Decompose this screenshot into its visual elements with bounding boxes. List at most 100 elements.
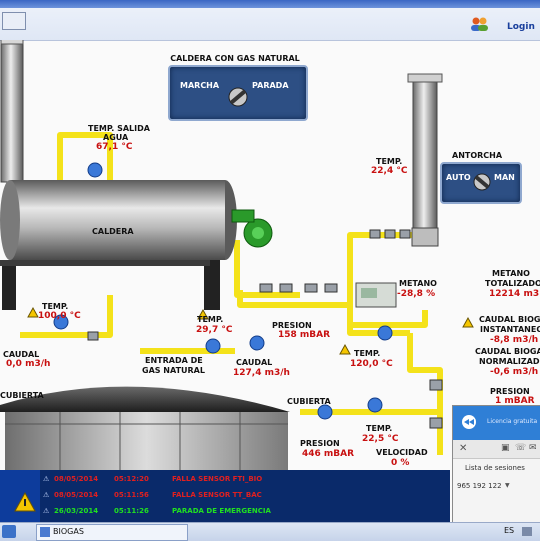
alarm-message: PARADA DE EMERGENCIA <box>172 507 271 515</box>
alarm-row[interactable]: ⚠ 26/03/2014 05:11:26 PARADA DE EMERGENC… <box>40 504 450 519</box>
taskbar-app-label: BIOGAS <box>53 527 84 536</box>
boiler-tank <box>10 180 225 260</box>
session-list-title[interactable]: Lista de sesiones <box>465 464 525 472</box>
torch-man-label: MAN <box>494 173 515 182</box>
alarm-row[interactable]: ⚠ 08/05/2014 05:11:56 FALLA SENSOR TT_BA… <box>40 488 450 503</box>
metano-tot-label: METANO <box>492 269 530 278</box>
video-icon[interactable]: ▣ <box>501 443 510 453</box>
rotary-knob-icon[interactable] <box>472 172 492 192</box>
warning-icons <box>27 306 474 355</box>
close-icon[interactable]: ✕ <box>459 443 468 454</box>
blower-icon <box>231 209 273 248</box>
velocidad-value: 0 % <box>391 458 410 468</box>
boiler-label: CALDERA <box>92 227 134 236</box>
boiler-switch-title: CALDERA CON GAS NATURAL <box>170 54 300 63</box>
presion-mid-value: 158 mBAR <box>278 330 331 340</box>
alarm-date: 08/05/2014 <box>54 491 99 499</box>
boiler-switch[interactable]: MARCHA PARADA <box>168 65 308 121</box>
presion-bottom-value: 446 mBAR <box>302 449 355 459</box>
temp-right-value: 120,0 °C <box>350 359 393 369</box>
caudal-mid-label: CAUDAL <box>236 358 273 367</box>
alarm-row[interactable]: ⚠ 08/05/2014 05:12:20 FALLA SENSOR FTI_B… <box>40 472 450 487</box>
popup-header: Licencia gratuita <box>453 406 540 440</box>
cubierta-left-label: CUBIERTA <box>0 391 44 400</box>
alarm-message: FALLA SENSOR TT_BAC <box>172 491 262 499</box>
caudal-left-label: CAUDAL <box>3 350 40 359</box>
temp-mid-value: 29,7 °C <box>196 325 233 335</box>
metano-value: -28,8 % <box>397 289 436 299</box>
taskbar-app-button[interactable]: BIOGAS <box>36 524 188 541</box>
users-icon[interactable] <box>470 16 488 32</box>
alarm-icon: ⚠ <box>43 491 50 499</box>
presion-bottom-label: PRESION <box>300 439 340 448</box>
login-link[interactable]: Login <box>507 22 535 32</box>
warning-icon[interactable] <box>14 492 36 512</box>
title-stripe <box>0 0 540 8</box>
torch-switch[interactable]: AUTO MAN <box>440 162 522 204</box>
phone-icon[interactable]: ☏ <box>515 443 527 453</box>
torch-stack <box>412 79 438 231</box>
caudal-mid-value: 127,4 m3/h <box>233 368 290 378</box>
normalizado-label: NORMALIZADO <box>479 357 540 366</box>
alarm-side-panel <box>0 470 40 522</box>
alarm-time: 05:12:20 <box>114 475 149 483</box>
rotary-knob-icon[interactable] <box>226 85 250 109</box>
presion-right-value: 1 mBAR <box>495 396 535 406</box>
chimney-left <box>0 40 24 183</box>
temp-bottom-label: TEMP. <box>366 424 393 433</box>
alarm-icon: ⚠ <box>43 475 50 483</box>
totalizado-label: TOTALIZADO <box>485 279 540 288</box>
boiler-marcha-label: MARCHA <box>180 81 220 90</box>
biogas-tank <box>5 412 288 470</box>
app-logo-icon[interactable] <box>2 12 26 30</box>
alarm-time: 05:11:26 <box>114 507 149 515</box>
caudal-biogas-label: CAUDAL BIOGAS <box>479 315 540 324</box>
chat-icon[interactable]: ✉ <box>529 443 537 453</box>
taskbar: BIOGAS ES <box>0 522 540 541</box>
temp-salida-value: 67,1 °C <box>96 142 133 152</box>
app-icon <box>40 527 50 537</box>
gas-natural-label: GAS NATURAL <box>142 366 205 375</box>
tray-icon[interactable] <box>522 527 532 536</box>
boiler-parada-label: PARADA <box>252 81 289 90</box>
alarm-list[interactable]: ⚠ 08/05/2014 05:12:20 FALLA SENSOR FTI_B… <box>40 470 450 522</box>
temp-boiler-value: 100,0 °C <box>38 311 81 321</box>
caudal-biogas2-value: -0,6 m3/h <box>490 367 539 377</box>
chevron-down-icon[interactable]: ▼ <box>505 482 510 489</box>
metano-tot-value: 12214 m3 <box>489 289 540 299</box>
top-bar: Login <box>0 0 540 41</box>
popup-toolbar: ✕ ▣ ☏ ✉ <box>453 440 540 459</box>
torch-switch-title: ANTORCHA <box>452 151 503 160</box>
language-indicator[interactable]: ES <box>504 526 515 535</box>
sensors <box>53 162 393 420</box>
alarm-message: FALLA SENSOR FTI_BIO <box>172 475 263 483</box>
velocidad-label: VELOCIDAD <box>376 448 428 457</box>
metano-label: METANO <box>399 279 437 288</box>
alarm-icon: ⚠ <box>43 507 50 515</box>
instantaneo-label: INSTANTANEO <box>480 325 540 334</box>
remote-app-icon <box>462 415 476 429</box>
temp-torch-label: TEMP. <box>376 157 403 166</box>
biogas-dome <box>0 386 290 412</box>
cubierta-mid-label: CUBIERTA <box>287 397 331 406</box>
temp-torch-value: 22,4 °C <box>371 166 408 176</box>
presion-mid-label: PRESION <box>272 321 312 330</box>
caudal-biogas-value: -8,8 m3/h <box>490 335 539 345</box>
caudal-biogas2-label: CAUDAL BIOGAS <box>475 347 540 356</box>
temp-right-label: TEMP. <box>354 349 381 358</box>
session-popup[interactable]: Licencia gratuita ✕ ▣ ☏ ✉ Lista de sesio… <box>452 405 540 524</box>
agua-label: AGUA <box>103 133 129 142</box>
alarm-time: 05:11:56 <box>114 491 149 499</box>
temp-boiler-label: TEMP. <box>42 302 69 311</box>
entrada-label: ENTRADA DE <box>145 356 203 365</box>
temp-bottom-value: 22,5 °C <box>362 434 399 444</box>
torch-auto-label: AUTO <box>446 173 471 182</box>
start-button[interactable] <box>2 525 16 538</box>
caudal-left-value: 0,0 m3/h <box>6 359 51 369</box>
presion-right-label: PRESION <box>490 387 530 396</box>
alarm-date: 08/05/2014 <box>54 475 99 483</box>
popup-header-text: Licencia gratuita <box>487 418 538 425</box>
temp-mid-label: TEMP. <box>197 315 224 324</box>
session-number[interactable]: 965 192 122 <box>457 482 502 490</box>
temp-salida-label: TEMP. SALIDA <box>88 124 150 133</box>
